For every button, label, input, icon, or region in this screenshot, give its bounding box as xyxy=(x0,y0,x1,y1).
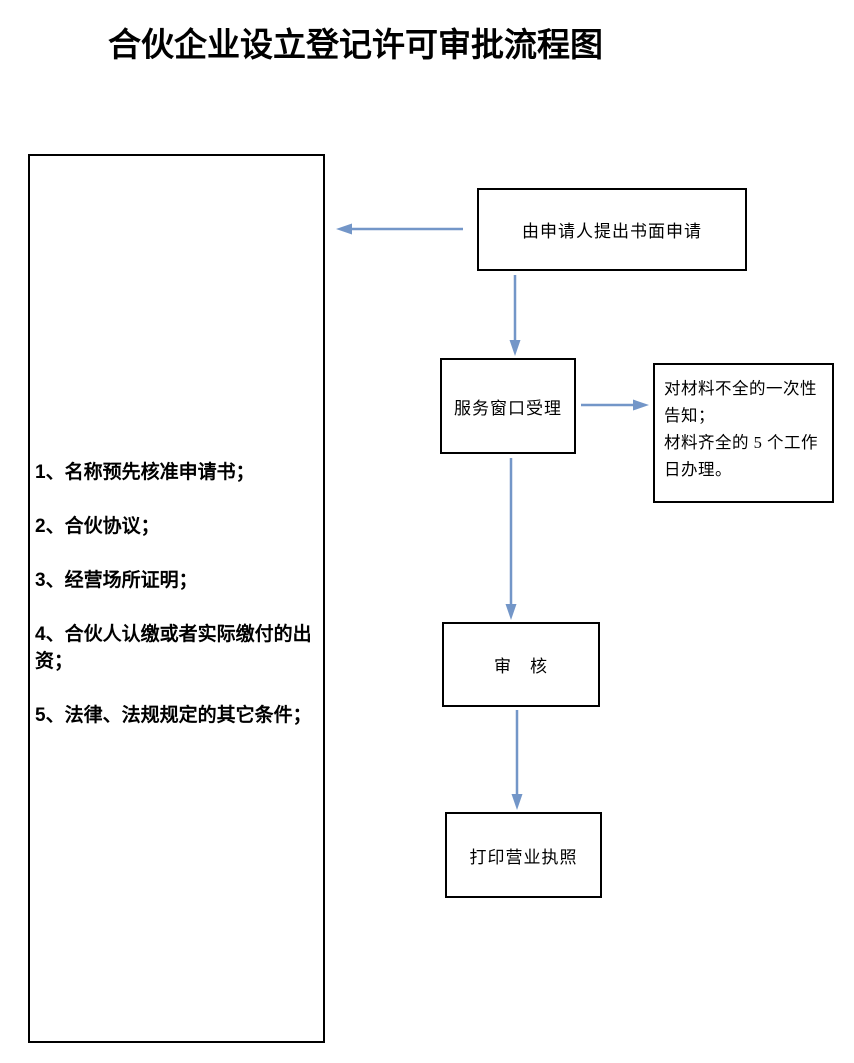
node-review: 审 核 xyxy=(442,622,600,707)
materials-item: 4、合伙人认缴或者实际缴付的出 资； xyxy=(35,624,312,672)
node-print-business-license: 打印营业执照 xyxy=(445,812,602,898)
arrow-down-icon xyxy=(511,710,523,810)
materials-item: 3、经营场所证明； xyxy=(35,570,198,591)
node-notice-materials: 对材料不全的一次性 告知； 材料齐全的 5 个工作 日办理。 xyxy=(653,363,834,503)
arrow-down-icon xyxy=(505,458,517,620)
page-title: 合伙企业设立登记许可审批流程图 xyxy=(108,26,603,63)
materials-list: 1、名称预先核准申请书； 2、合伙协议； 3、经营场所证明； 4、合伙人认缴或者… xyxy=(30,432,323,756)
arrow-right-icon xyxy=(581,399,649,411)
node-service-window-acceptance: 服务窗口受理 xyxy=(440,358,576,454)
materials-item: 5、法律、法规规定的其它条件； xyxy=(35,705,312,726)
materials-item: 1、名称预先核准申请书； xyxy=(35,462,255,483)
node-written-application: 由申请人提出书面申请 xyxy=(477,188,747,271)
arrow-down-icon xyxy=(509,275,521,356)
materials-requirements-box: 1、名称预先核准申请书； 2、合伙协议； 3、经营场所证明； 4、合伙人认缴或者… xyxy=(28,154,325,1043)
arrow-left-icon xyxy=(336,223,463,235)
materials-item: 2、合伙协议； xyxy=(35,516,160,537)
